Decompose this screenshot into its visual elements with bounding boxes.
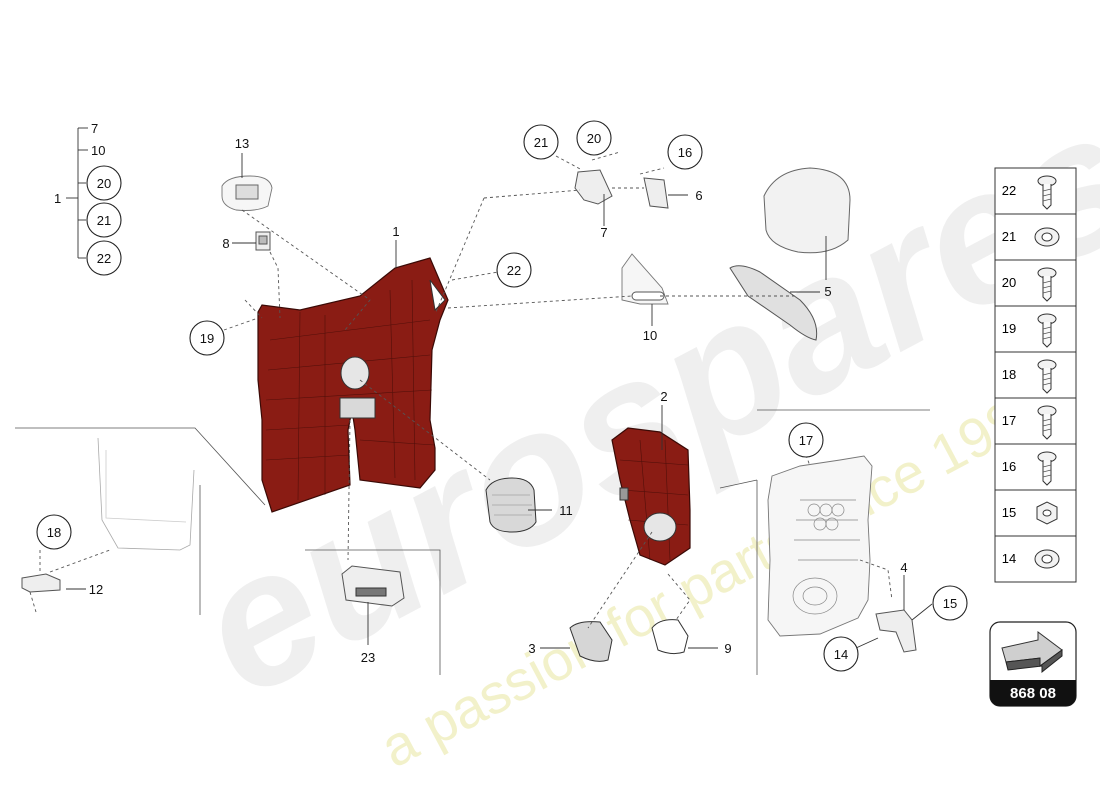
part-23-module xyxy=(341,565,405,607)
fastener-number: 18 xyxy=(1002,367,1016,382)
callout-label: 16 xyxy=(678,145,692,160)
callout-label: 4 xyxy=(900,560,907,575)
callout-circle xyxy=(36,514,72,550)
callout-label: 2 xyxy=(660,389,667,404)
callout-label: 1 xyxy=(392,224,399,239)
callout-label: 9 xyxy=(724,641,731,656)
part-9-foam-pad xyxy=(651,619,689,655)
callout-label: 17 xyxy=(799,433,813,448)
callout-label: 10 xyxy=(643,328,657,343)
callout-label: 23 xyxy=(361,650,375,665)
callout-label: 22 xyxy=(507,263,521,278)
tree-child-label: 20 xyxy=(97,176,111,191)
fastener-number: 15 xyxy=(1002,505,1016,520)
fastener-number: 21 xyxy=(1002,229,1016,244)
tree-child-label: 7 xyxy=(91,121,98,136)
callout-label: 8 xyxy=(222,236,229,251)
callout-label: 18 xyxy=(47,525,61,540)
inset-detail-left xyxy=(21,437,195,593)
callout-circle xyxy=(189,320,225,356)
part-17-inner-trim xyxy=(767,455,873,637)
part-13-cap xyxy=(221,175,273,211)
callout-circle xyxy=(496,252,532,288)
tree-child-circle xyxy=(86,165,122,201)
callout-label: 7 xyxy=(600,225,607,240)
fastener-legend-row: 20 xyxy=(994,259,1077,307)
part-11-speaker-grille xyxy=(485,477,537,533)
callout-label: 19 xyxy=(200,331,214,346)
reference-badge: 868 08 xyxy=(989,621,1077,707)
callout-label: 13 xyxy=(235,136,249,151)
fastener-legend-row: 14 xyxy=(994,535,1077,583)
tree-child-label: 22 xyxy=(97,251,111,266)
callout-label: 14 xyxy=(834,647,848,662)
part-6-bracket xyxy=(643,177,669,209)
part-1-rear-trim-panel xyxy=(257,257,449,513)
screw-icon xyxy=(1037,451,1057,486)
frame-lines xyxy=(15,409,930,675)
circled-callouts: 21 20 16 22 19 17 18 15 14 xyxy=(36,120,968,672)
washer-icon xyxy=(1034,227,1060,247)
callout-label: 20 xyxy=(587,131,601,146)
callout-label: 11 xyxy=(559,503,573,518)
part-5-cover xyxy=(729,167,851,341)
part-4-bracket xyxy=(875,609,917,653)
fastener-legend-row: 22 xyxy=(994,167,1077,215)
tree-child-circle xyxy=(86,202,122,238)
callout-label: 12 xyxy=(89,582,103,597)
callout-label: 5 xyxy=(824,284,831,299)
fastener-number: 14 xyxy=(1002,551,1016,566)
fastener-number: 22 xyxy=(1002,183,1016,198)
part-7-bracket xyxy=(574,169,613,205)
callout-circle xyxy=(523,124,559,160)
fastener-legend-row: 17 xyxy=(994,397,1077,445)
fastener-number: 16 xyxy=(1002,459,1016,474)
fastener-legend-row: 15 xyxy=(994,489,1077,537)
fastener-number: 20 xyxy=(1002,275,1016,290)
screw-icon xyxy=(1037,313,1057,348)
arrow-icon xyxy=(1001,631,1063,674)
screw-icon xyxy=(1037,267,1057,302)
part-3-grille-cover xyxy=(569,621,613,662)
callout-circle xyxy=(788,422,824,458)
washer-icon xyxy=(1034,549,1060,569)
fastener-legend: 22 21 20 19 18 17 16 15 14 xyxy=(994,167,1077,583)
fastener-legend-row: 19 xyxy=(994,305,1077,353)
fastener-legend-row: 16 xyxy=(994,443,1077,491)
reference-badge-text: 868 08 xyxy=(1010,685,1056,702)
callout-circle xyxy=(667,134,703,170)
plain-callouts: 13 1 8 7 6 10 5 2 11 12 3 9 23 4 xyxy=(89,136,908,665)
part-8-clip xyxy=(255,231,271,251)
tree-root-label: 1 xyxy=(54,191,61,206)
tree-child-circle xyxy=(86,240,122,276)
fastener-number: 19 xyxy=(1002,321,1016,336)
callout-circle xyxy=(932,585,968,621)
fastener-legend-row: 18 xyxy=(994,351,1077,399)
tree-child-label: 10 xyxy=(91,143,105,158)
callout-circle xyxy=(823,636,859,672)
fastener-number: 17 xyxy=(1002,413,1016,428)
callout-circle xyxy=(576,120,612,156)
screw-icon xyxy=(1037,175,1057,210)
screw-icon xyxy=(1037,405,1057,440)
leader-lines xyxy=(29,151,933,649)
callout-label: 3 xyxy=(528,641,535,656)
screw-icon xyxy=(1037,359,1057,394)
assembly-tree: 1 7 10 20 21 22 xyxy=(54,121,122,276)
tree-child-label: 21 xyxy=(97,213,111,228)
callout-label: 21 xyxy=(534,135,548,150)
callout-label: 6 xyxy=(695,188,702,203)
callout-label: 15 xyxy=(943,596,957,611)
part-2-pillar-trim xyxy=(611,427,691,566)
part-10-mount-plate xyxy=(621,253,669,305)
nut-icon xyxy=(1036,501,1058,525)
fastener-legend-row: 21 xyxy=(994,213,1077,261)
